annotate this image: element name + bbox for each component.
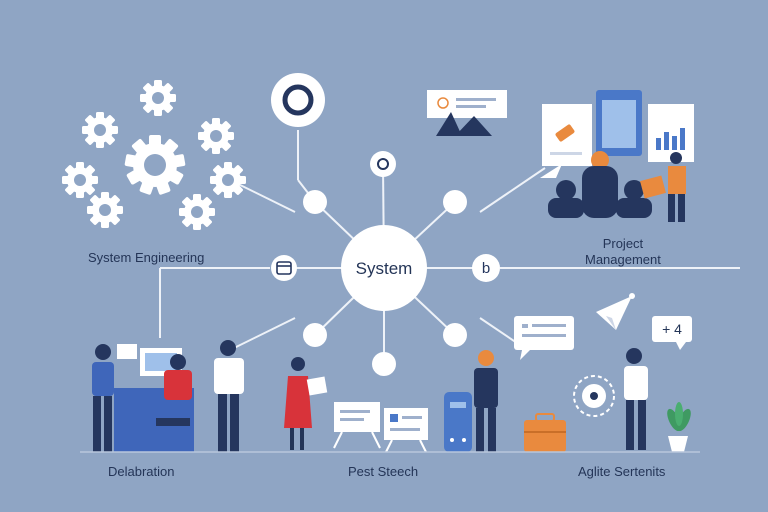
calendar-node xyxy=(271,255,297,281)
chat-bubble xyxy=(514,316,574,360)
ring-icon xyxy=(271,73,325,127)
easel-board-left xyxy=(333,402,381,449)
letter-node-label: b xyxy=(482,260,490,277)
deliberation-illustration xyxy=(92,340,244,452)
project-management-illustration xyxy=(542,90,694,222)
badge: + 4 xyxy=(652,316,692,350)
agile-illustration: + 4 xyxy=(514,293,692,452)
label-deliberation: Delabration xyxy=(108,464,175,479)
hub-node: System xyxy=(341,225,427,311)
label-post-speech: Pest Steech xyxy=(348,464,419,479)
arrow-pointer-icon xyxy=(540,164,562,178)
gear-icon xyxy=(62,80,246,230)
image-card xyxy=(427,90,507,136)
easel-board-right xyxy=(384,408,428,453)
label-agile: Aglite Sertenits xyxy=(578,464,666,479)
plant-icon xyxy=(667,402,691,452)
letter-node: b xyxy=(472,254,500,282)
label-project-management-line2: Management xyxy=(585,252,661,267)
label-system-engineering: System Engineering xyxy=(88,250,205,265)
ring-small-icon xyxy=(370,151,396,177)
calendar-icon xyxy=(276,261,292,275)
document-card xyxy=(550,124,582,155)
satellite-nodes xyxy=(303,190,467,376)
label-project-management-line1: Project xyxy=(602,236,644,251)
label-project-management: Project Management xyxy=(585,236,661,268)
badge-label: + 4 xyxy=(662,321,682,337)
paper-plane-icon xyxy=(596,293,635,330)
dial-icon xyxy=(573,375,615,417)
post-speech-illustration xyxy=(284,350,498,453)
hub-label: System xyxy=(356,259,413,278)
briefcase-icon xyxy=(524,413,566,452)
